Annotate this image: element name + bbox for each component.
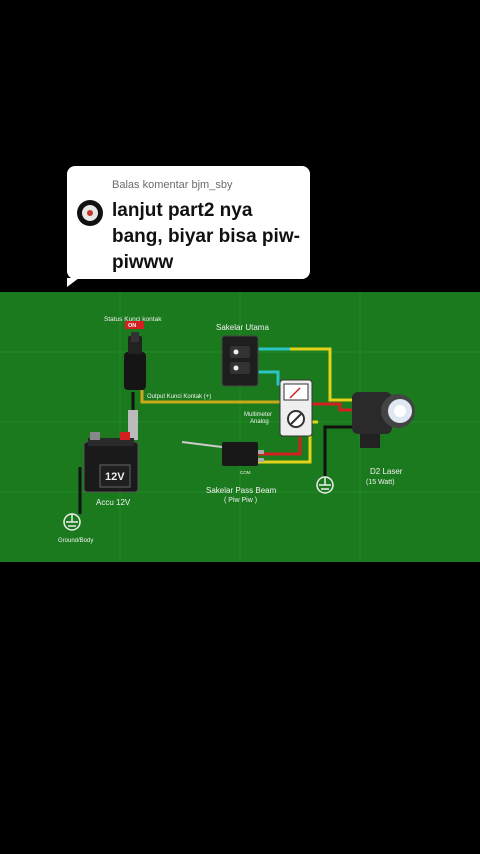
pass-beam-switch bbox=[181, 441, 264, 466]
label-sakelar-utama: Sakelar Utama bbox=[216, 323, 269, 332]
commenter-avatar[interactable] bbox=[77, 200, 103, 226]
sakelar-utama-switch bbox=[221, 335, 259, 387]
battery-12v bbox=[83, 432, 139, 493]
wire-lamp-ground bbox=[323, 425, 360, 477]
label-battery-voltage: 12V bbox=[105, 471, 125, 483]
multimeter-analog bbox=[279, 379, 313, 437]
label-ground-body: Ground/Body bbox=[58, 538, 93, 544]
reply-header: Balas komentar bjm_sby bbox=[112, 179, 233, 191]
d2-laser-lamp bbox=[352, 392, 415, 448]
wire-utama-top bbox=[258, 347, 355, 402]
label-status-kunci: Status Kunci kontak bbox=[104, 316, 162, 323]
wire-meter-lamp bbox=[310, 402, 355, 412]
ground-symbols bbox=[63, 476, 334, 531]
label-piw-piw: ( Piw Piw ) bbox=[224, 497, 257, 504]
on-badge-bg bbox=[125, 321, 144, 329]
label-d2-laser: D2 Laser bbox=[370, 467, 403, 476]
label-multimeter: Multimeter bbox=[244, 412, 272, 418]
label-analog: Analog bbox=[250, 419, 269, 425]
reply-comment-text: lanjut part2 nya bang, biyar bisa piw-pi… bbox=[112, 200, 300, 273]
wiring-diagram: Status Kunci kontak ON Sakelar Utama Out… bbox=[0, 292, 480, 562]
reply-comment-bubble[interactable]: Balas komentar bjm_sby lanjut part2 nya … bbox=[67, 166, 310, 287]
label-accu: Accu 12V bbox=[96, 498, 131, 507]
ignition-switch bbox=[124, 332, 146, 440]
wires bbox=[78, 347, 360, 514]
label-output-kunci: Output Kunci Kontak (+) bbox=[147, 394, 211, 400]
label-com: COM bbox=[240, 470, 251, 475]
label-watt: (15 Watt) bbox=[366, 479, 395, 486]
wiring-diagram-svg: Status Kunci kontak ON Sakelar Utama Out… bbox=[0, 292, 480, 562]
wire-passbeam-red bbox=[258, 437, 302, 456]
label-on: ON bbox=[128, 323, 136, 329]
label-pass-beam: Sakelar Pass Beam bbox=[206, 486, 277, 495]
wire-passbeam-yellow bbox=[258, 420, 318, 464]
